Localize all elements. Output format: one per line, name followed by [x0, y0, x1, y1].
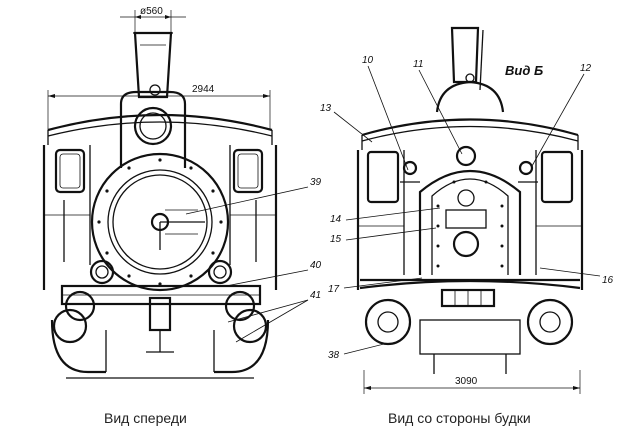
front-view-caption: Вид спереди	[104, 410, 187, 426]
cab-label-10: 10	[362, 55, 374, 66]
front-stack-dimension	[120, 10, 186, 32]
front-body-walls	[42, 145, 278, 290]
front-view-drawing: ø560 2944	[42, 6, 309, 379]
cab-gauges	[400, 145, 538, 183]
cab-label-16: 16	[602, 275, 614, 286]
front-chimney	[133, 31, 173, 99]
front-label-39: 39	[310, 177, 322, 188]
cab-label-13: 13	[320, 103, 332, 114]
front-stack-dim-label: ø560	[140, 6, 163, 17]
cab-windows	[366, 150, 574, 204]
cab-view-drawing	[333, 26, 601, 394]
cab-dome	[435, 73, 505, 113]
front-width-dim-label: 2944	[192, 84, 215, 95]
cab-label-17: 17	[328, 284, 340, 295]
front-smokebox-rivets	[97, 158, 223, 286]
front-width-dimension	[47, 90, 271, 130]
cab-label-38: 38	[328, 350, 340, 361]
cab-view-caption: Вид со стороны будки	[388, 410, 531, 426]
cab-wheels	[364, 298, 574, 374]
cab-deck	[359, 278, 581, 308]
cab-view-title: Вид Б	[505, 63, 543, 78]
cab-roof	[361, 118, 579, 150]
front-buffer-beam	[60, 284, 262, 322]
cab-label-12: 12	[580, 63, 592, 74]
cab-width-dim-label: 3090	[455, 376, 478, 387]
cab-backhead	[418, 170, 522, 275]
front-leaders	[185, 186, 309, 343]
front-smokebox	[90, 152, 230, 292]
front-wheels	[50, 308, 270, 374]
cab-backhead-rivets	[436, 180, 504, 268]
front-windows	[54, 148, 264, 194]
cab-label-11: 11	[413, 59, 423, 70]
front-lamps	[89, 259, 233, 285]
cab-leaders	[333, 65, 601, 355]
front-label-41: 41	[310, 290, 321, 301]
front-dome	[119, 84, 187, 168]
cab-label-15: 15	[330, 234, 342, 245]
cab-label-14: 14	[330, 214, 342, 225]
cab-width-dimension	[363, 370, 581, 394]
front-cab-roof	[47, 113, 273, 145]
front-label-40: 40	[310, 260, 322, 271]
front-coupling	[146, 296, 174, 353]
